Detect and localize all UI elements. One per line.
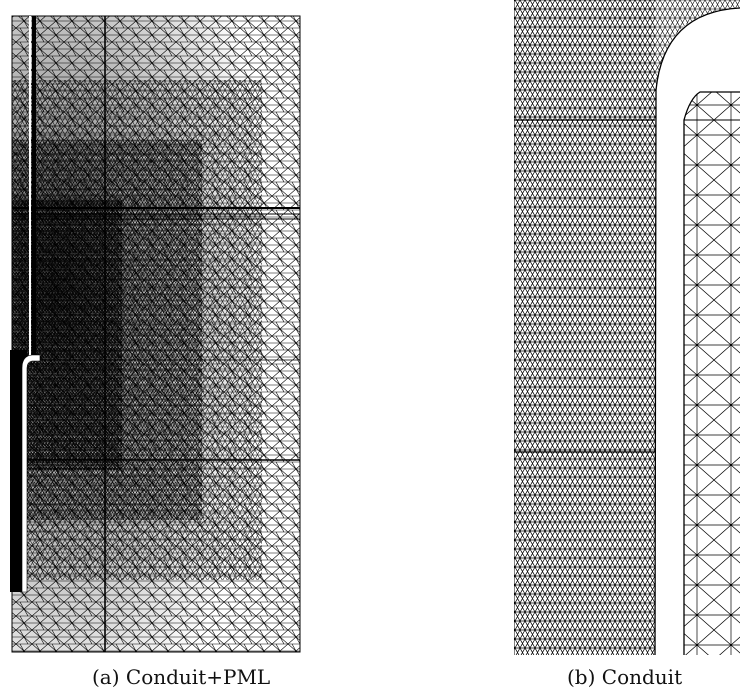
- subfigure-a-mesh: [10, 15, 301, 653]
- density-overlay: [12, 16, 300, 652]
- subfigure-b-mesh: [514, 0, 740, 655]
- caption-a: (a) Conduit+PML: [92, 665, 271, 689]
- curved-cutout: [655, 0, 740, 655]
- conduit-gap: [21, 354, 41, 593]
- conduit-wall: [32, 16, 36, 361]
- pml-boundary-lines: [12, 16, 300, 652]
- caption-b: (b) Conduit: [567, 665, 683, 689]
